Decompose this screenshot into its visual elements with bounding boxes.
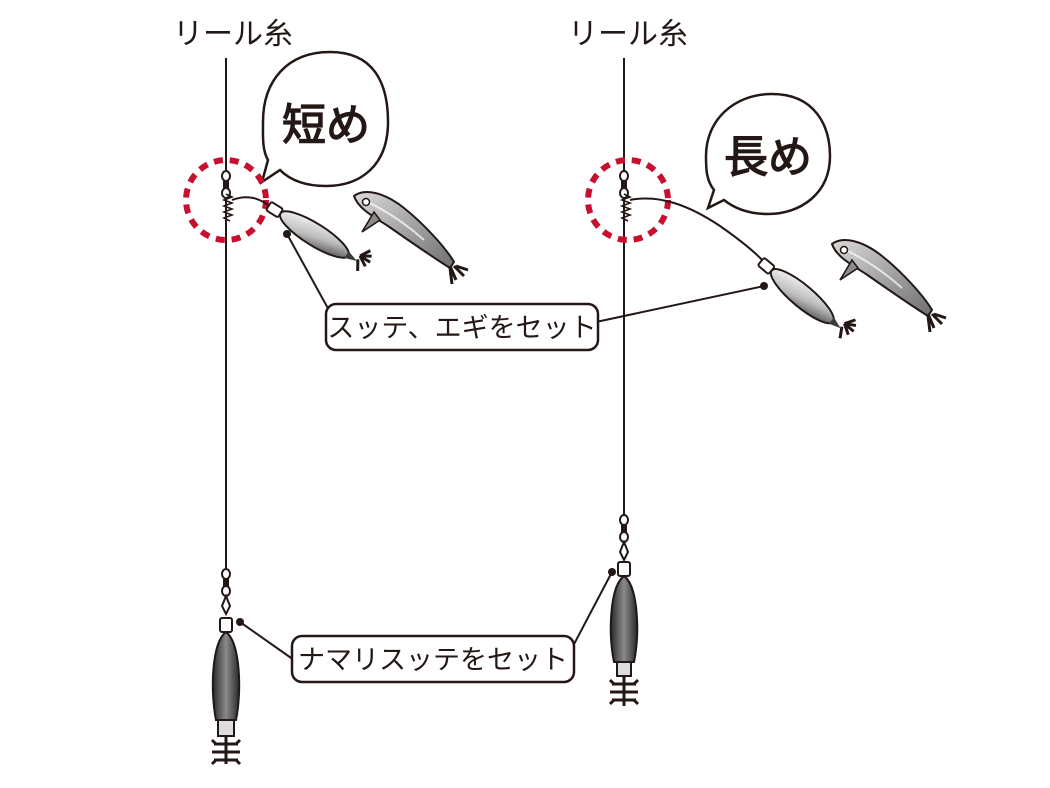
right-line-label: リール糸 (568, 17, 688, 52)
right-upper-swivel (619, 170, 629, 199)
left-egi (352, 190, 470, 286)
left-callout-bubble: 短め (259, 50, 390, 188)
right-spring (619, 193, 633, 222)
left-upper-swivel (221, 170, 231, 199)
left-rig: リール糸 短め (173, 17, 470, 766)
left-bottom-jig (210, 617, 242, 766)
left-callout-text: 短め (282, 100, 370, 151)
left-snap (220, 593, 232, 617)
left-lower-swivel (221, 568, 231, 597)
dropper-label-box: スッテ、エギをセット (324, 302, 600, 352)
right-junction-marker (585, 157, 671, 243)
right-sutte (752, 247, 862, 346)
left-spring (221, 193, 235, 222)
left-junction-marker (183, 157, 269, 243)
right-callout-text: 長め (724, 132, 812, 183)
right-bottom-pointer (571, 571, 613, 649)
right-rig: リール糸 長め (568, 17, 948, 706)
right-snap (618, 539, 630, 563)
left-dropper-pointer (286, 233, 331, 313)
right-branch-line (629, 197, 765, 263)
right-bottom-jig (608, 561, 640, 706)
right-dropper-pointer (595, 285, 765, 323)
bottom-label-box: ナマリスッテをセット (290, 634, 576, 684)
left-line-label: リール糸 (173, 17, 293, 52)
right-egi (830, 238, 948, 334)
bottom-label-text: ナマリスッテをセット (298, 645, 568, 676)
right-callout-bubble: 長め (704, 92, 832, 216)
dropper-label-text: スッテ、エギをセット (327, 313, 596, 344)
right-lower-swivel (619, 514, 629, 543)
left-bottom-pointer (239, 621, 295, 661)
